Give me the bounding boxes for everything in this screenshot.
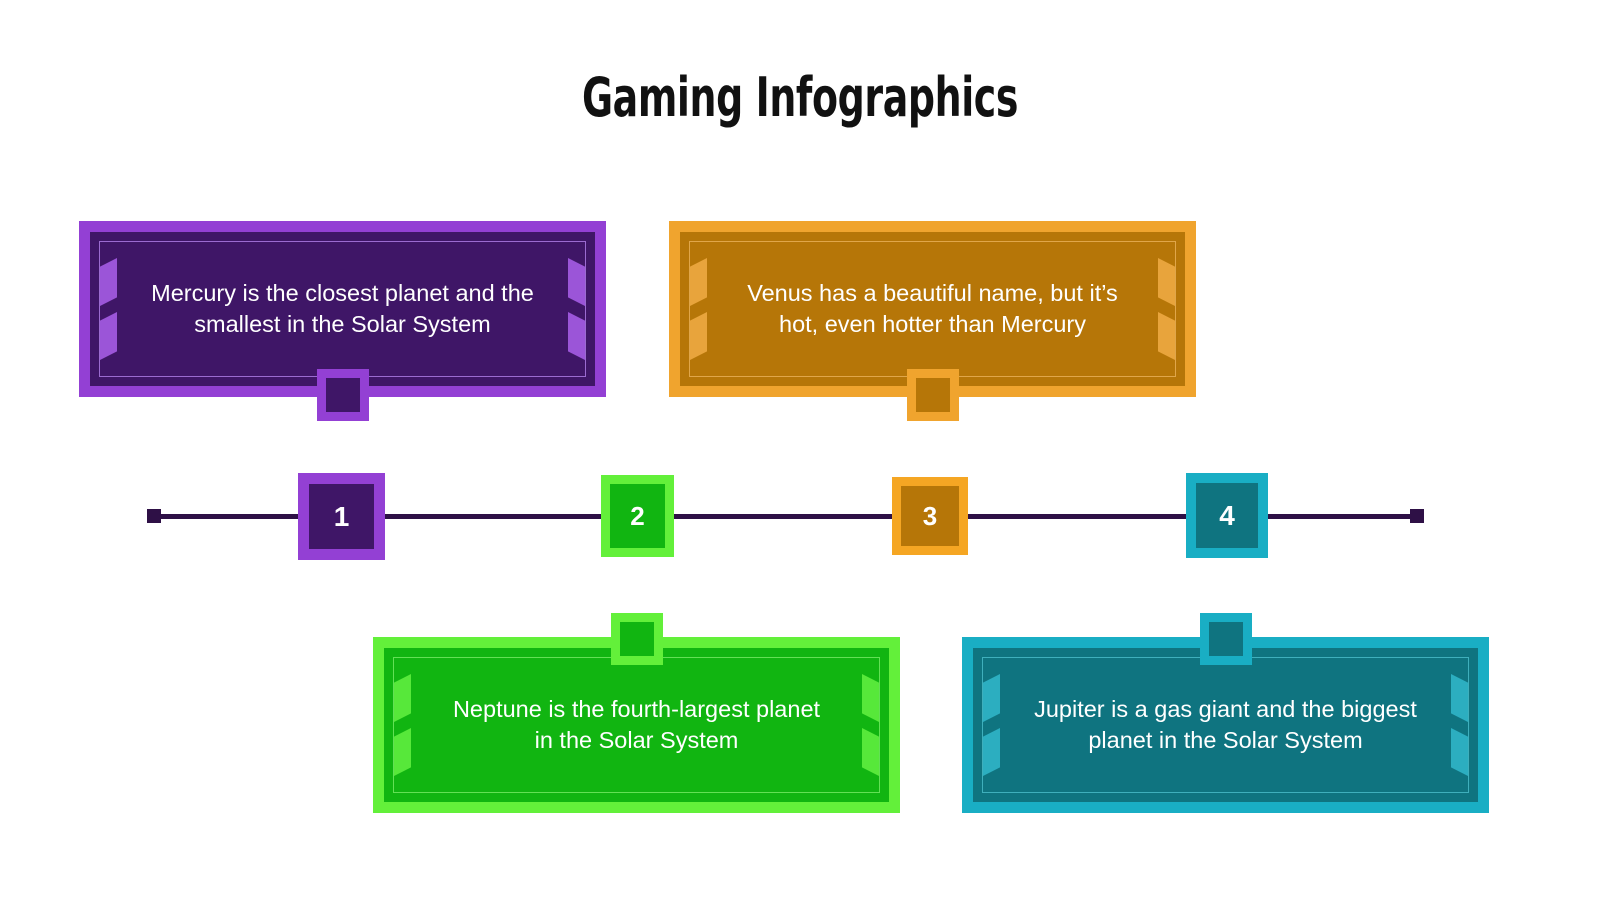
timeline-marker-2-label: 2 (630, 500, 645, 531)
timeline-marker-1[interactable]: 1 (298, 473, 385, 560)
timeline-marker-3-core: 3 (901, 486, 959, 546)
card-connector-core (620, 622, 654, 656)
card-connector-stub (611, 613, 663, 665)
timeline-marker-3-label: 3 (922, 500, 938, 531)
card-jupiter[interactable]: Jupiter is a gas giant and the biggest p… (962, 613, 1489, 813)
timeline-marker-2-core: 2 (610, 484, 665, 548)
timeline-marker-1-core: 1 (309, 484, 374, 549)
card-connector-core (1209, 622, 1243, 656)
card-text: Jupiter is a gas giant and the biggest p… (1034, 695, 1417, 753)
timeline-cap-right (1410, 509, 1424, 523)
page-title: Gaming Infographics (581, 66, 1019, 129)
timeline-marker-1-label: 1 (333, 500, 350, 532)
card-text: Mercury is the closest planet and the sm… (151, 279, 534, 337)
card-body: Jupiter is a gas giant and the biggest p… (973, 648, 1478, 802)
card-venus[interactable]: Venus has a beautiful name, but it’s hot… (669, 221, 1196, 421)
card-connector-stub (907, 369, 959, 421)
timeline-track (150, 514, 1420, 519)
card-mercury[interactable]: Mercury is the closest planet and the sm… (79, 221, 606, 421)
card-text: Venus has a beautiful name, but it’s hot… (747, 279, 1118, 337)
card-neptune[interactable]: Neptune is the fourth-largest planet in … (373, 613, 900, 813)
card-body: Venus has a beautiful name, but it’s hot… (680, 232, 1185, 386)
timeline-marker-3[interactable]: 3 (892, 477, 968, 555)
timeline-marker-4[interactable]: 4 (1186, 473, 1268, 558)
card-body: Neptune is the fourth-largest planet in … (384, 648, 889, 802)
card-body: Mercury is the closest planet and the sm… (90, 232, 595, 386)
timeline-marker-2[interactable]: 2 (601, 475, 674, 557)
card-connector-stub (1200, 613, 1252, 665)
card-connector-stub (317, 369, 369, 421)
card-connector-core (916, 378, 950, 412)
card-text: Neptune is the fourth-largest planet in … (452, 695, 821, 753)
card-connector-core (326, 378, 360, 412)
timeline-marker-4-core: 4 (1196, 483, 1258, 548)
timeline-marker-4-label: 4 (1219, 499, 1235, 531)
timeline-cap-left (147, 509, 161, 523)
